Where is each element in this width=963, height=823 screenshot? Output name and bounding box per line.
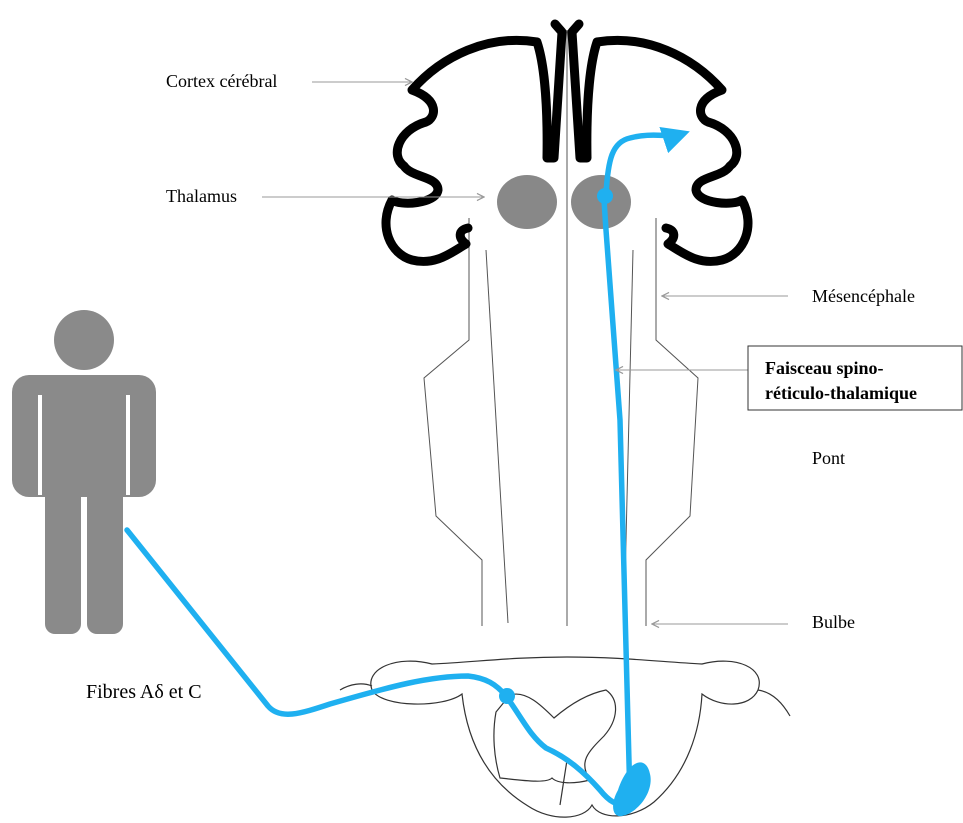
label-mesencephale: Mésencéphale	[812, 286, 915, 306]
thalamus-left	[497, 175, 557, 229]
person-silhouette-icon	[12, 310, 156, 634]
brainstem-outline	[424, 30, 698, 626]
label-fibres: Fibres Aδ et C	[86, 681, 202, 703]
label-cortex: Cortex cérébral	[166, 71, 277, 91]
label-faisceau-line1: Faisceau spino-	[765, 358, 884, 378]
ascending-tract	[604, 200, 630, 800]
label-faisceau-line2: réticulo-thalamique	[765, 383, 917, 403]
dorsal-horn-path	[506, 696, 626, 804]
thalamus-nuclei	[497, 175, 631, 229]
label-pont: Pont	[812, 448, 845, 468]
thalamus-node	[597, 188, 613, 204]
pointer-lines	[262, 82, 788, 624]
dorsal-horn-node	[499, 688, 515, 704]
label-bulbe: Bulbe	[812, 612, 855, 632]
label-thalamus: Thalamus	[166, 186, 237, 206]
